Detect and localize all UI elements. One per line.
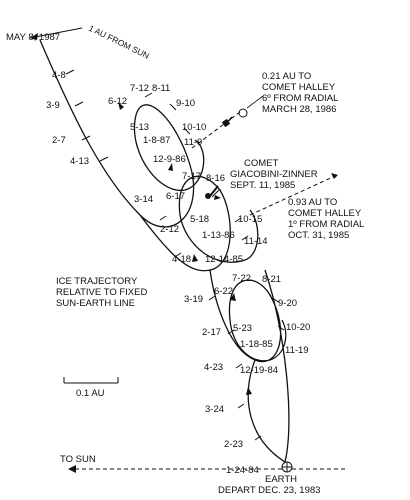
- direction-arrow: [168, 163, 173, 171]
- date-label: 4-23: [204, 362, 223, 373]
- direction-arrow: [230, 293, 236, 301]
- date-label: 5-18: [190, 214, 209, 225]
- date-label: 3-24: [205, 404, 224, 415]
- giacobini-zinner-marker: [205, 193, 211, 199]
- halley-near-line4: MARCH 28, 1986: [262, 104, 336, 115]
- au-from-sun-label: 1 AU FROM SUN: [87, 23, 151, 61]
- date-label: 7-22: [232, 273, 251, 284]
- depart-label: DEPART DEC. 23, 1983: [218, 485, 320, 496]
- date-label: 9-20: [278, 298, 297, 309]
- halley-near-line1: 0.21 AU TO: [262, 71, 311, 82]
- ice-caption-line3: SUN-EARTH LINE: [56, 298, 135, 309]
- date-label: 1-18-85: [240, 339, 273, 350]
- date-label: 3-14: [134, 194, 153, 205]
- date-label: 9-10: [176, 98, 195, 109]
- ice-caption-line1: ICE TRAJECTORY: [56, 276, 138, 287]
- halley-near-leader: [246, 95, 264, 109]
- halley-far-line1: 0.93 AU TO: [288, 197, 337, 208]
- gz-line2: GIACOBINI-ZINNER: [230, 169, 318, 180]
- trajectory-path: [39, 39, 290, 464]
- date-label: 6-22: [214, 286, 233, 297]
- ice-caption-line2: RELATIVE TO FIXED: [56, 287, 147, 298]
- date-label: 10-20: [286, 322, 310, 333]
- direction-arrow: [214, 195, 221, 200]
- date-label: 12-19-84: [240, 365, 278, 376]
- date-label: 8-21: [262, 274, 281, 285]
- may8-label: MAY 8, 1987: [6, 32, 60, 43]
- date-label: 2-7: [52, 135, 66, 146]
- spacecraft-icon: [221, 116, 233, 128]
- date-label: 4-18: [172, 254, 191, 265]
- date-label: 12-14-85: [205, 254, 243, 265]
- date-label: 5-23: [233, 323, 252, 334]
- to-sun-arrow: [68, 465, 76, 473]
- halley-far-arrow: [331, 173, 338, 179]
- date-label: 4-8: [52, 70, 66, 81]
- date-label: 8-16: [206, 173, 225, 184]
- date-label: 3-19: [184, 294, 203, 305]
- date-label: 1-13-86: [202, 230, 235, 241]
- date-label: 1-24-84: [226, 465, 259, 476]
- date-label: 3-9: [46, 100, 60, 111]
- date-label: 10-15: [238, 214, 262, 225]
- halley-near-line3: 6º FROM RADIAL: [262, 93, 338, 104]
- date-label: 7-17: [182, 171, 201, 182]
- halley-far-line2: COMET HALLEY: [288, 208, 362, 219]
- direction-arrow: [118, 102, 124, 110]
- date-label: 6-17: [166, 191, 185, 202]
- halley-near-line2: COMET HALLEY: [262, 82, 336, 93]
- date-label: 2-17: [202, 327, 221, 338]
- halley-far-line: [249, 175, 336, 216]
- trajectory-ticks: [65, 69, 285, 441]
- date-label: 6-12: [108, 96, 127, 107]
- direction-arrow: [246, 387, 252, 395]
- date-label: 2-23: [224, 439, 243, 450]
- comet-icon: [209, 185, 221, 198]
- date-label: 7-12: [130, 83, 149, 94]
- earth-label: EARTH: [265, 474, 297, 485]
- date-label: 5-13: [130, 122, 149, 133]
- au-arrow: [30, 33, 38, 40]
- gz-line3: SEPT. 11, 1985: [230, 180, 295, 191]
- date-label: 4-13: [70, 156, 89, 167]
- gz-line1: COMET: [244, 158, 279, 169]
- date-label: 2-12: [160, 224, 179, 235]
- date-label: 1-8-87: [143, 135, 170, 146]
- direction-arrow: [192, 254, 198, 262]
- date-label: 11-9: [184, 137, 202, 148]
- scale-label: 0.1 AU: [76, 388, 105, 399]
- date-label: 11-14: [244, 236, 268, 247]
- halley-near-marker: [238, 108, 248, 118]
- au-from-sun-line: [29, 27, 83, 39]
- halley-far-line3: 1º FROM RADIAL: [288, 219, 364, 230]
- date-label: 11-19: [285, 345, 309, 356]
- to-sun-label: TO SUN: [60, 454, 96, 465]
- earth-icon: [281, 461, 293, 473]
- date-label: 10-10: [182, 122, 206, 133]
- date-label: 12-9-86: [153, 154, 186, 165]
- halley-far-line4: OCT. 31, 1985: [288, 230, 349, 241]
- date-label: 8-11: [152, 83, 170, 94]
